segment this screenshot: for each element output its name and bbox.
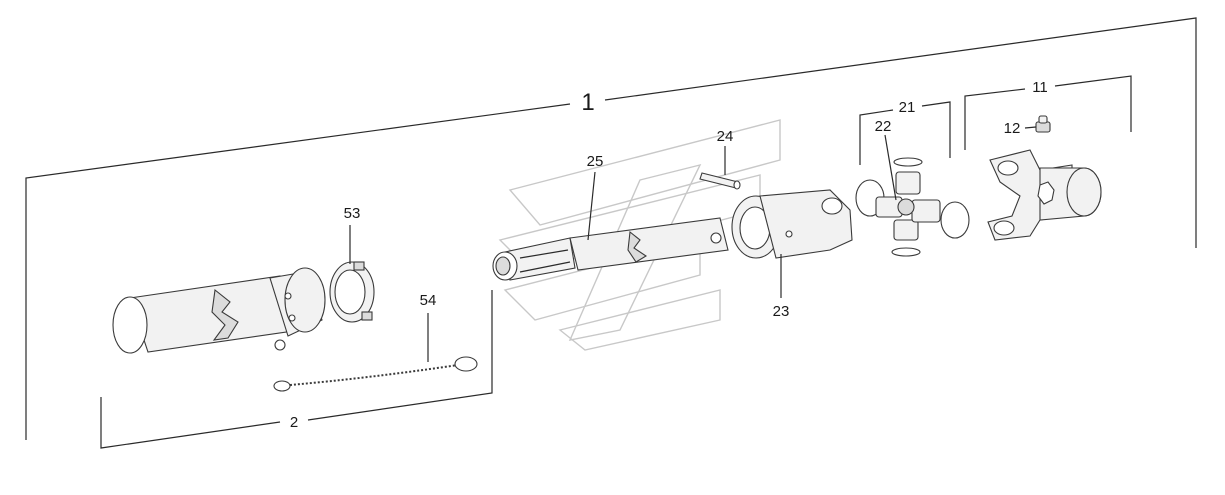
assembly-bracket — [25, 17, 1197, 440]
bracket-21-right — [921, 101, 951, 158]
bracket-21-left — [859, 109, 894, 165]
callout-54: 54 — [420, 292, 437, 309]
callout-23: 23 — [773, 303, 790, 320]
leader-25 — [587, 171, 596, 241]
splined-yoke — [731, 189, 853, 259]
callout-2: 2 — [290, 414, 298, 431]
pin — [699, 172, 741, 190]
leader-12 — [1024, 126, 1037, 129]
chain — [273, 356, 478, 392]
callout-25: 25 — [587, 153, 604, 170]
leader-22 — [884, 134, 897, 201]
callout-22: 22 — [875, 118, 892, 135]
callout-11: 11 — [1032, 79, 1048, 96]
callout-1: 1 — [581, 89, 594, 116]
guard-bracket — [100, 290, 493, 449]
cross-assembly — [855, 157, 970, 257]
tube-yoke — [987, 149, 1102, 241]
bracket-11-right — [1054, 75, 1132, 132]
grease-nipple — [1035, 115, 1051, 133]
callout-21: 21 — [899, 99, 916, 116]
profile-tube — [492, 217, 729, 281]
guard-tube — [112, 267, 326, 354]
callout-12: 12 — [1004, 120, 1021, 137]
callout-53: 53 — [344, 205, 361, 222]
bracket-11-left — [964, 88, 1026, 150]
callout-24: 24 — [717, 128, 734, 145]
bearing-ring — [329, 261, 375, 323]
